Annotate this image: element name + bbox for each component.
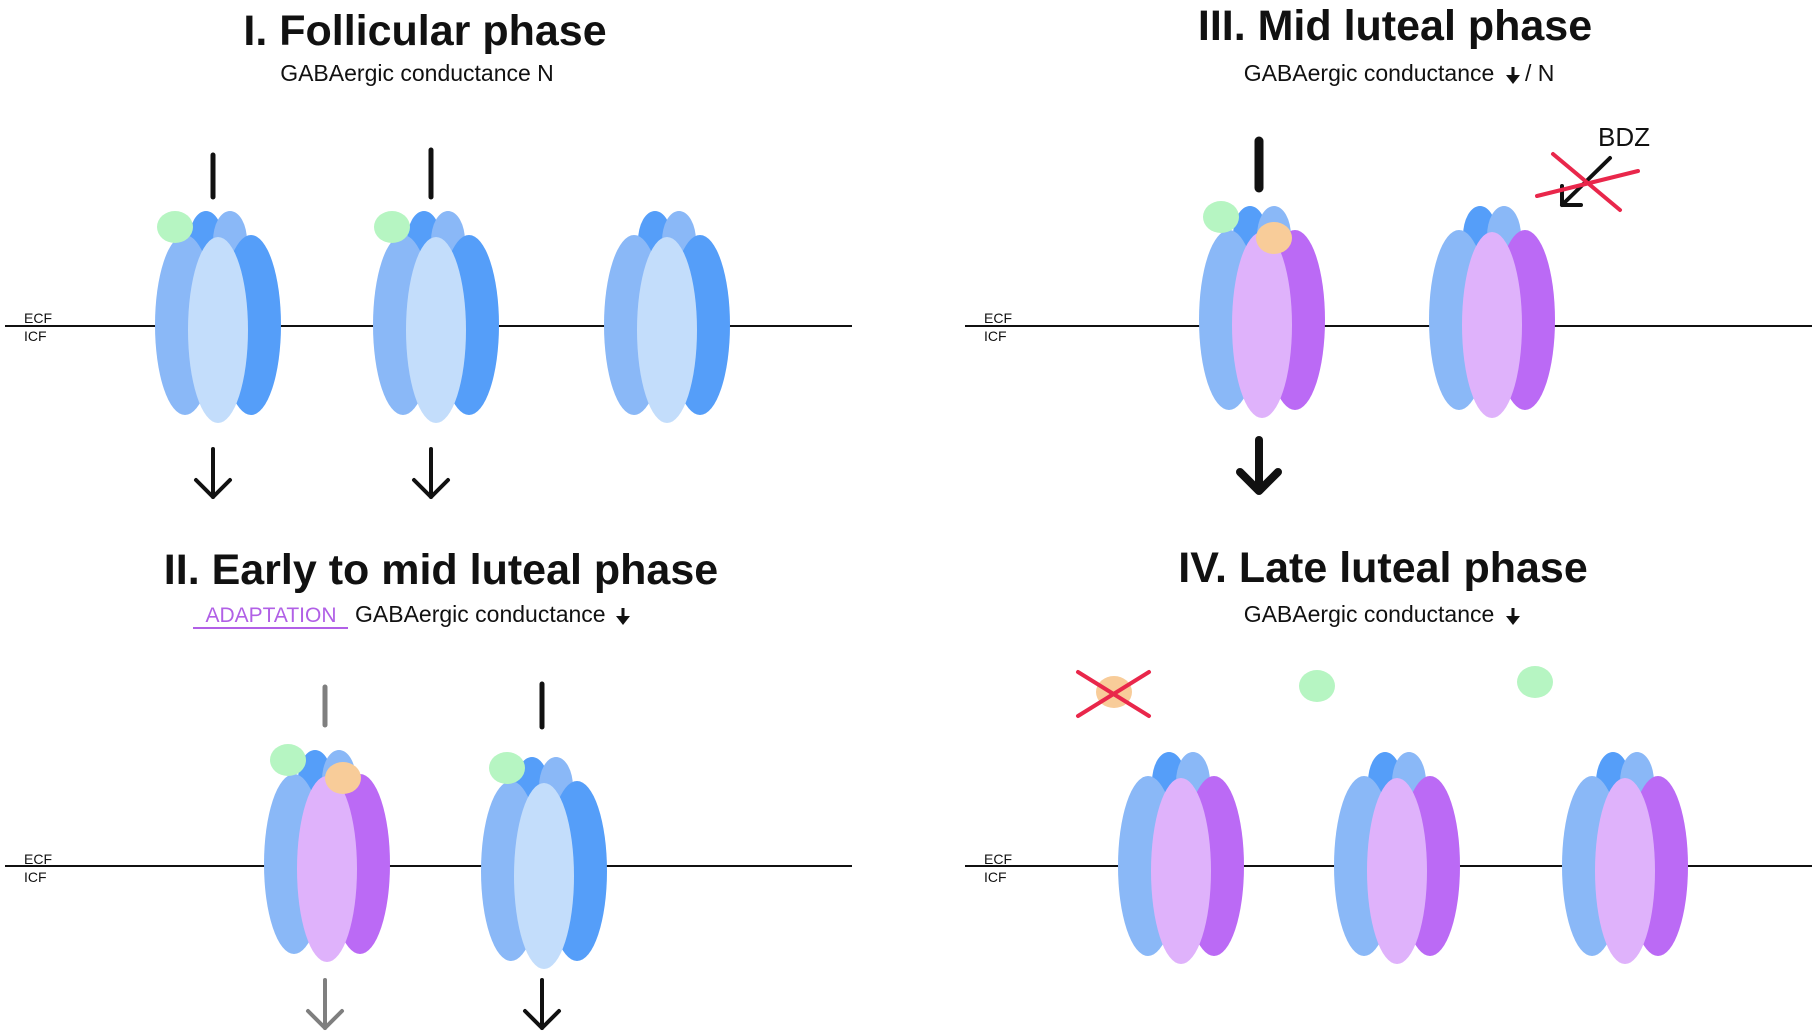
icf-label: ICF xyxy=(24,869,47,885)
chloride-flux-arrow xyxy=(194,447,232,499)
panel-early-mid-luteal: II. Early to mid luteal phase ADAPTATION… xyxy=(5,546,852,1030)
chloride-flux-arrow xyxy=(1240,440,1278,491)
gaba-ligand xyxy=(489,752,525,784)
gaba-ligand xyxy=(157,211,193,243)
panel-late-luteal: IV. Late luteal phase GABAergic conducta… xyxy=(965,544,1812,964)
icf-label: ICF xyxy=(984,869,1007,885)
subtitle-normal-marker: / N xyxy=(1525,60,1554,86)
panel-subtitle: GABAergic conductance xyxy=(1244,60,1495,86)
chloride-flux-arrow xyxy=(306,978,344,1030)
neurosteroid-ligand xyxy=(325,762,361,794)
panel-title: III. Mid luteal phase xyxy=(1198,2,1592,50)
gaba-a-receptor xyxy=(1429,206,1555,418)
gaba-ligand xyxy=(374,211,410,243)
panel-subtitle: GABAergic conductance xyxy=(355,601,606,627)
panel-subtitle: GABAergic conductance xyxy=(1244,601,1495,627)
gaba-a-receptor xyxy=(1334,752,1460,964)
neurosteroid-ligand xyxy=(1256,222,1292,254)
panel-title: II. Early to mid luteal phase xyxy=(164,546,718,594)
adaptation-label: ADAPTATION xyxy=(205,604,336,627)
gaba-ligand xyxy=(1203,201,1239,233)
gaba-a-receptor xyxy=(1562,752,1688,964)
panel-follicular: I. Follicular phase GABAergic conductanc… xyxy=(5,7,852,499)
gaba-a-receptor xyxy=(604,211,730,423)
chloride-flux-arrow xyxy=(523,978,561,1030)
chloride-flux-arrow xyxy=(412,447,450,499)
gaba-ligand xyxy=(1299,670,1335,702)
ecf-label: ECF xyxy=(24,851,52,867)
decrease-arrow-icon xyxy=(1506,67,1520,84)
gaba-ligand xyxy=(1517,666,1553,698)
icf-label: ICF xyxy=(24,328,47,344)
blocked-cross-icon xyxy=(1535,152,1640,212)
decrease-arrow-icon xyxy=(616,608,630,625)
gaba-ligand xyxy=(270,744,306,776)
decrease-arrow-icon xyxy=(1506,608,1520,625)
panel-mid-luteal: III. Mid luteal phase GABAergic conducta… xyxy=(965,2,1812,491)
panel-subtitle: GABAergic conductance N xyxy=(280,60,554,86)
ecf-label: ECF xyxy=(24,310,52,326)
gaba-a-receptor xyxy=(481,757,607,969)
panel-title: IV. Late luteal phase xyxy=(1178,544,1587,592)
panel-title: I. Follicular phase xyxy=(243,7,606,55)
gaba-a-receptor xyxy=(1118,752,1244,964)
icf-label: ICF xyxy=(984,328,1007,344)
ecf-label: ECF xyxy=(984,851,1012,867)
ecf-label: ECF xyxy=(984,310,1012,326)
bdz-label: BDZ xyxy=(1598,122,1650,152)
blocked-cross-icon xyxy=(1076,670,1151,718)
